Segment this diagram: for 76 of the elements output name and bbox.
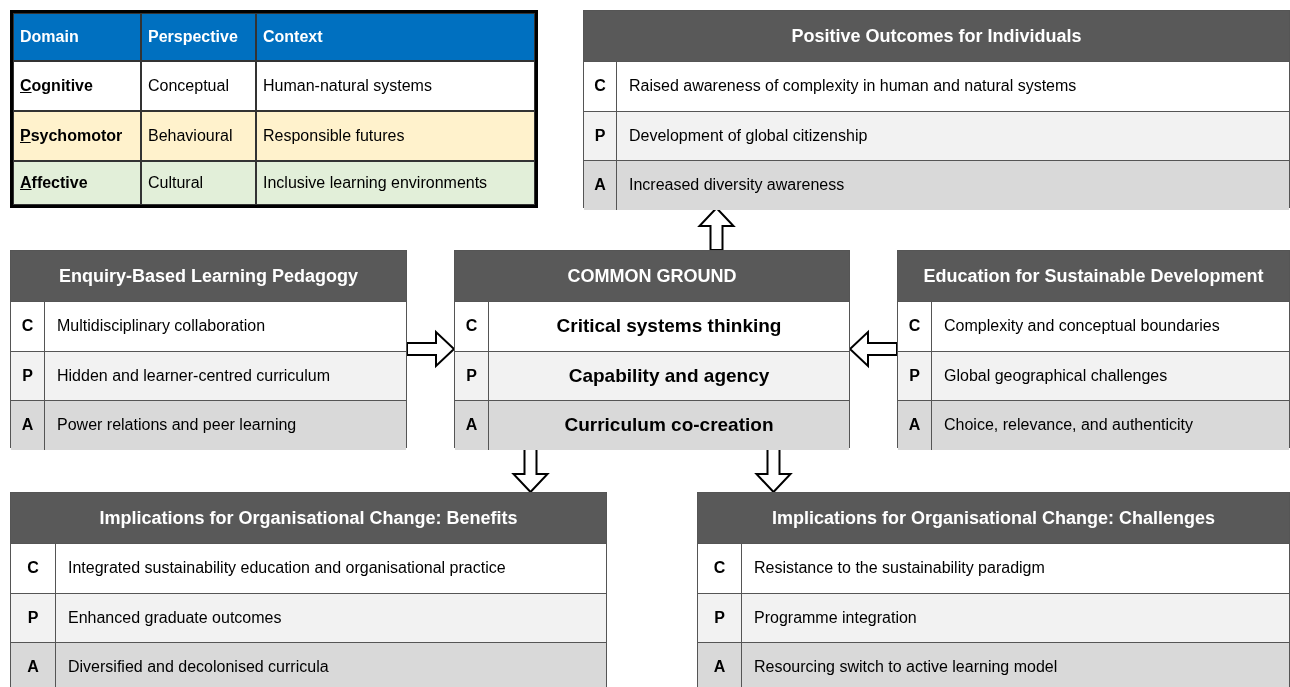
row-letter: C <box>11 544 56 593</box>
panel-heading: COMMON GROUND <box>455 251 849 301</box>
table-row <box>455 400 849 450</box>
panel-heading: Implications for Organisational Change: Benefits <box>11 493 606 543</box>
row-text: Choice, relevance, and authenticity <box>943 415 1195 436</box>
block-arrow <box>511 447 550 494</box>
row-letter: A <box>455 401 489 450</box>
table-row <box>11 350 406 400</box>
panel <box>454 250 850 448</box>
table-row <box>898 400 1289 450</box>
header-cell: Context <box>256 13 535 61</box>
panel <box>583 10 1290 208</box>
row-letter: A <box>898 401 932 450</box>
panel <box>897 250 1290 448</box>
row-text: Programme integration <box>753 607 918 628</box>
table-cell: Psychomotor <box>13 111 141 161</box>
row-text: Critical systems thinking <box>555 314 783 339</box>
table-row <box>11 543 606 593</box>
panel-heading: Education for Sustainable Development <box>898 251 1289 301</box>
table-row <box>11 642 606 687</box>
row-letter: C <box>584 62 617 111</box>
panel-heading: Enquiry-Based Learning Pedagogy <box>11 251 406 301</box>
table-row <box>11 301 406 351</box>
row-text: Enhanced graduate outcomes <box>67 607 283 628</box>
panel <box>10 250 407 448</box>
table-cell: Behavioural <box>141 111 256 161</box>
table-cell: Inclusive learning environments <box>256 161 535 205</box>
table-cell: Human-natural systems <box>256 61 535 111</box>
row-letter: C <box>11 302 45 351</box>
row-text: Hidden and learner-centred curriculum <box>56 365 332 386</box>
row-letter: A <box>584 161 617 210</box>
row-text: Complexity and conceptual boundaries <box>943 316 1221 337</box>
row-letter: C <box>698 544 742 593</box>
row-letter: A <box>11 643 56 687</box>
panel <box>697 492 1290 687</box>
row-text: Diversified and decolonised curricula <box>67 657 330 678</box>
table-row <box>11 400 406 450</box>
row-text: Increased diversity awareness <box>628 175 846 196</box>
row-text: Global geographical challenges <box>943 365 1169 386</box>
row-text: Development of global citizenship <box>628 125 869 146</box>
table-row <box>455 301 849 351</box>
table-row <box>898 350 1289 400</box>
table-cell: Responsible futures <box>256 111 535 161</box>
panel-heading: Positive Outcomes for Individuals <box>584 11 1289 61</box>
table-row <box>455 350 849 400</box>
row-text: Power relations and peer learning <box>56 415 298 436</box>
table-row <box>698 642 1289 687</box>
block-arrow <box>848 329 898 369</box>
row-text: Integrated sustainability education and organisational practice <box>67 558 507 579</box>
row-text: Resistance to the sustainability paradigm <box>753 558 1046 579</box>
row-text: Capability and agency <box>567 363 771 388</box>
table-row <box>698 592 1289 642</box>
block-arrow <box>754 447 793 494</box>
row-letter: C <box>898 302 932 351</box>
table-cell: Conceptual <box>141 61 256 111</box>
row-text: Multidisciplinary collaboration <box>56 316 267 337</box>
header-cell: Domain <box>13 13 141 61</box>
panel-heading: Implications for Organisational Change: Challenges <box>698 493 1289 543</box>
table-row <box>584 61 1289 111</box>
table-row <box>898 301 1289 351</box>
table-cell: Cognitive <box>13 61 141 111</box>
panel <box>10 492 607 687</box>
header-cell: Perspective <box>141 13 256 61</box>
row-letter: A <box>698 643 742 687</box>
table-row <box>11 592 606 642</box>
row-letter: A <box>11 401 45 450</box>
table-cell: Affective <box>13 161 141 205</box>
row-text: Resourcing switch to active learning model <box>753 657 1059 678</box>
row-text: Raised awareness of complexity in human and natural systems <box>628 76 1078 97</box>
table-cell: Cultural <box>141 161 256 205</box>
row-text: Curriculum co-creation <box>563 413 775 438</box>
table-row <box>584 160 1289 210</box>
table-row <box>698 543 1289 593</box>
row-letter: C <box>455 302 489 351</box>
table-row <box>584 110 1289 160</box>
block-arrow <box>406 329 456 369</box>
